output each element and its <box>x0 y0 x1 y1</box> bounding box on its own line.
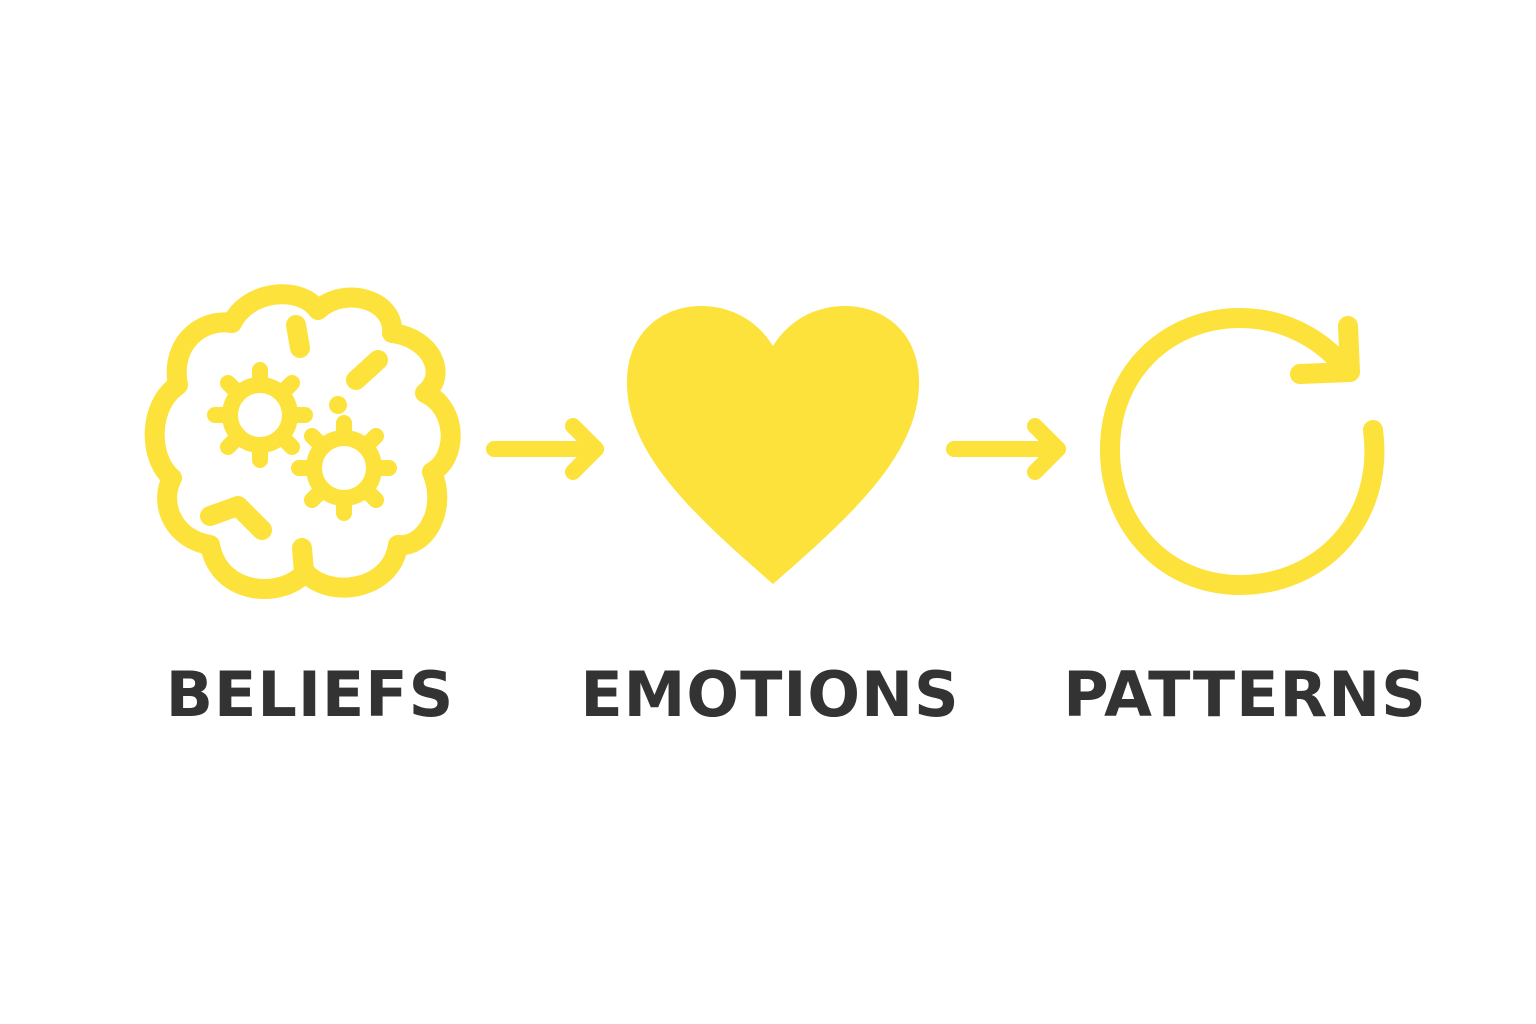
step-label-beliefs: BELIEFS <box>165 658 455 731</box>
heart-icon <box>620 300 930 590</box>
step-label-emotions: EMOTIONS <box>580 658 960 731</box>
arrow-right-icon <box>940 410 1075 490</box>
brain-with-gears-icon <box>140 284 470 604</box>
step-label-patterns: PATTERNS <box>1063 658 1427 731</box>
arrow-right-icon <box>480 410 610 490</box>
refresh-cycle-icon <box>1090 300 1400 600</box>
